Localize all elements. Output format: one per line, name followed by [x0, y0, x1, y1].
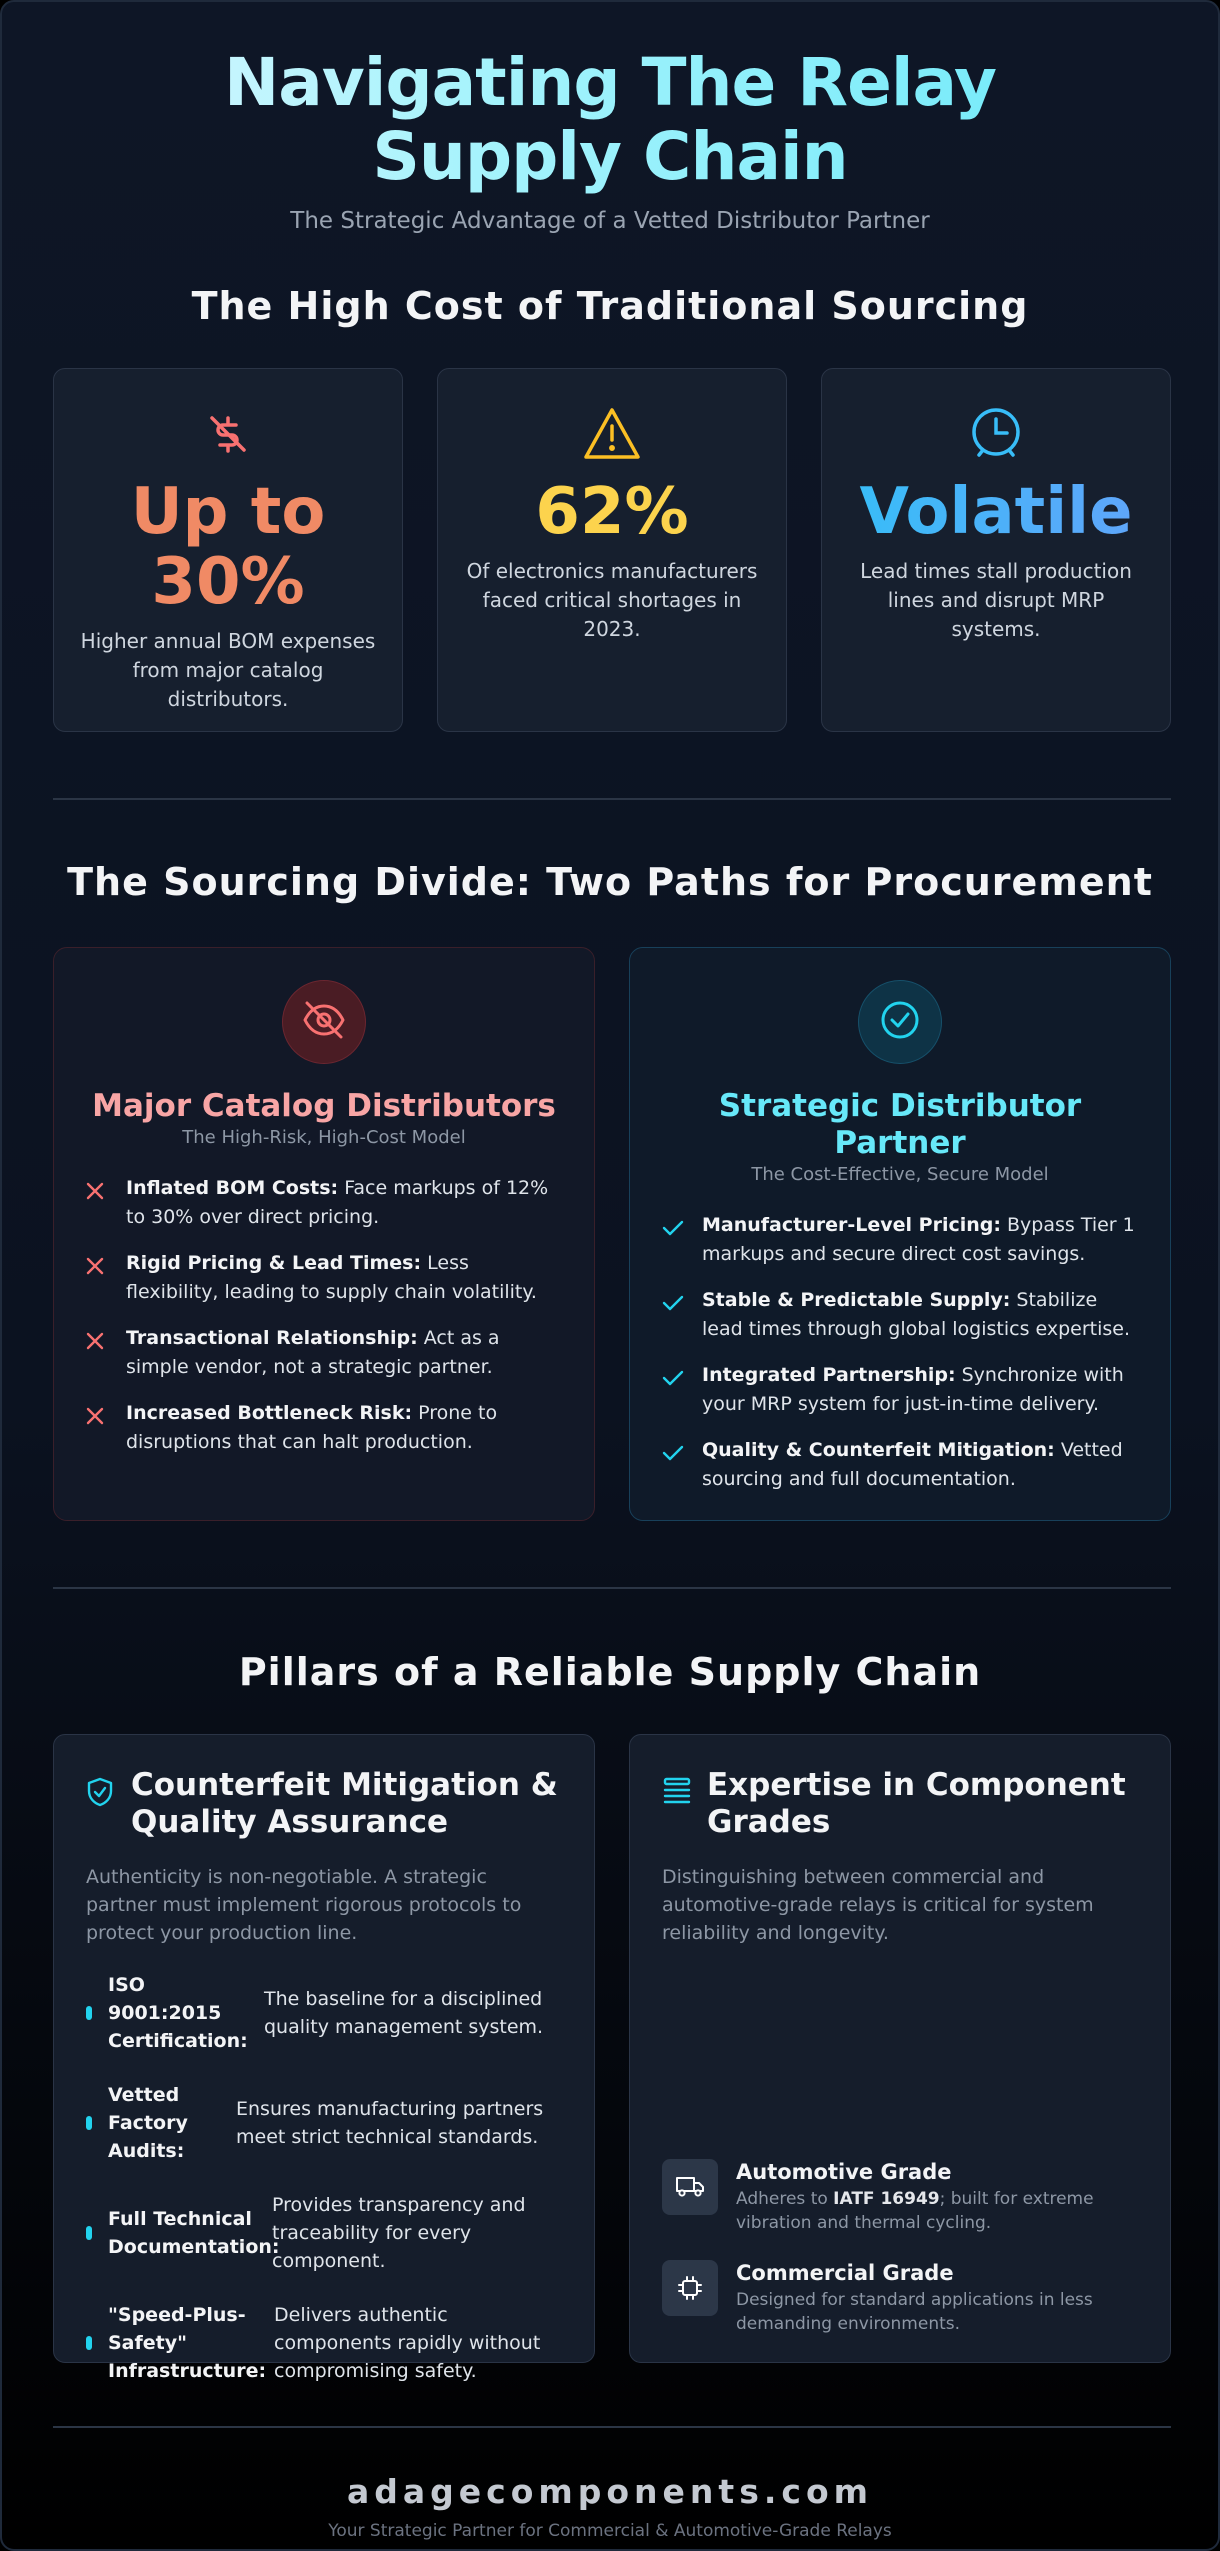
item-label: Transactional Relationship: [126, 1327, 418, 1349]
item-label: Manufacturer-Level Pricing: [702, 1214, 1001, 1236]
list-item: Quality & Counterfeit Mitigation: Vetted… [662, 1436, 1138, 1493]
stat-card-bom-cost: Up to 30% Higher annual BOM expenses fro… [53, 368, 403, 732]
stat-value: 62% [535, 475, 689, 549]
layers-list-icon [662, 1767, 707, 1809]
commercial-grade-item: Commercial Grade Designed for standard a… [662, 2260, 1138, 2336]
item-text: Provides transparency and traceability f… [272, 2194, 526, 2272]
pillars-section-title: Pillars of a Reliable Supply Chain [238, 1650, 982, 1694]
checkmark-icon [662, 1286, 702, 1321]
item-text: Less flexibility, leading to supply chai… [126, 1252, 537, 1303]
quality-intro: Authenticity is non-negotiable. A strate… [86, 1866, 522, 1944]
item-text: Prone to disruptions that can halt produ… [126, 1402, 498, 1453]
catalog-title: Major Catalog Distributors [92, 1088, 556, 1124]
catalog-tagline: The High-Risk, High-Cost Model [182, 1127, 466, 1148]
list-item: Rigid Pricing & Lead Times: Less flexibi… [86, 1249, 562, 1306]
list-item: Integrated Partnership: Synchronize with… [662, 1361, 1138, 1418]
item-text: Vetted sourcing and full documentation. [702, 1439, 1123, 1490]
stat-value: Volatile [848, 477, 1144, 547]
item-text: Stabilize lead times through global logi… [702, 1289, 1131, 1340]
automotive-description: Adheres to IATF 16949; built for extreme… [736, 2189, 1094, 2233]
partner-benefits-list: Manufacturer-Level Pricing: Bypass Tier … [662, 1211, 1138, 1493]
checkmark-icon [662, 1436, 702, 1471]
item-text: Bypass Tier 1 markups and secure direct … [702, 1214, 1135, 1265]
item-label: "Speed-Plus-Safety" Infrastructure: [108, 2304, 267, 2382]
section-divider [53, 2426, 1171, 2428]
section-divider [53, 798, 1171, 800]
item-label: Increased Bottleneck Risk: [126, 1402, 413, 1424]
automotive-grade-item: Automotive Grade Adheres to IATF 16949; … [662, 2159, 1138, 2235]
section-divider [53, 1587, 1171, 1589]
item-label: Quality & Counterfeit Mitigation: [702, 1439, 1055, 1461]
list-item: Stable & Predictable Supply: Stabilize l… [662, 1286, 1138, 1343]
item-text: Ensures manufacturing partners meet stri… [236, 2098, 544, 2148]
automotive-title: Automotive Grade [736, 2160, 952, 2184]
x-mark-icon [86, 1249, 126, 1284]
item-text: Delivers authentic components rapidly wi… [274, 2304, 541, 2382]
partner-tagline: The Cost-Effective, Secure Model [751, 1164, 1049, 1185]
hero: Navigating The Relay Supply Chain The St… [2, 46, 1218, 235]
commercial-description: Designed for standard applications in le… [736, 2290, 1093, 2334]
chip-icon [662, 2260, 718, 2316]
x-mark-icon [86, 1174, 126, 1209]
eye-slash-icon [301, 997, 347, 1047]
grades-title: Expertise in Component Grades [707, 1767, 1126, 1840]
quality-assurance-card: Counterfeit Mitigation & Quality Assuran… [53, 1734, 595, 2382]
grades-intro: Distinguishing between commercial and au… [662, 1866, 1094, 1944]
item-text: Act as a simple vendor, not a strategic … [126, 1327, 500, 1378]
list-item: Full Technical Documentation: Provides t… [86, 2191, 562, 2275]
component-grades-card: Expertise in Component Grades Distinguis… [629, 1734, 1171, 2363]
quality-title: Counterfeit Mitigation & Quality Assuran… [131, 1767, 558, 1840]
stat-card-shortages: 62% Of electronics manufacturers faced c… [437, 368, 787, 732]
partner-title: Strategic Distributor Partner [718, 1088, 1082, 1161]
truck-icon [662, 2159, 718, 2215]
commercial-title: Commercial Grade [736, 2261, 954, 2285]
item-label: ISO 9001:2015 Certification: [108, 1974, 248, 2052]
item-text: Face markups of 12% to 30% over direct p… [126, 1177, 549, 1228]
footer-domain: adagecomponents.com [346, 2472, 873, 2511]
x-mark-icon [86, 1324, 126, 1359]
list-item: Transactional Relationship: Act as a sim… [86, 1324, 562, 1381]
footer: adagecomponents.com Your Strategic Partn… [2, 2472, 1218, 2541]
list-item: Inflated BOM Costs: Face markups of 12% … [86, 1174, 562, 1231]
list-item: Vetted Factory Audits: Ensures manufactu… [86, 2081, 562, 2165]
list-item: ISO 9001:2015 Certification: The baselin… [86, 1971, 562, 2055]
check-circle-icon [879, 999, 921, 1045]
dollar-slash-icon [80, 403, 376, 465]
stat-description: Lead times stall production lines and di… [860, 559, 1132, 641]
page-title: Navigating The Relay Supply Chain [2, 46, 1218, 194]
item-label: Rigid Pricing & Lead Times: [126, 1252, 422, 1274]
catalog-distributors-card: Major Catalog Distributors The High-Risk… [53, 947, 595, 1521]
item-label: Stable & Predictable Supply: [702, 1289, 1011, 1311]
iatf-standard: IATF 16949 [833, 2189, 940, 2209]
item-label: Vetted Factory Audits: [108, 2084, 188, 2162]
catalog-drawbacks-list: Inflated BOM Costs: Face markups of 12% … [86, 1174, 562, 1456]
stat-card-lead-times: Volatile Lead times stall production lin… [821, 368, 1171, 732]
stat-description: Higher annual BOM expenses from major ca… [80, 629, 376, 711]
item-label: Full Technical Documentation: [108, 2208, 280, 2258]
quality-protocols-list: ISO 9001:2015 Certification: The baselin… [86, 1971, 562, 2385]
list-item: Manufacturer-Level Pricing: Bypass Tier … [662, 1211, 1138, 1268]
cost-section-title: The High Cost of Traditional Sourcing [191, 284, 1029, 328]
checkmark-icon [662, 1361, 702, 1396]
footer-tagline: Your Strategic Partner for Commercial & … [328, 2521, 892, 2541]
alarm-clock-icon [848, 403, 1144, 465]
warning-triangle-icon [464, 403, 760, 465]
strategic-partner-card: Strategic Distributor Partner The Cost-E… [629, 947, 1171, 1521]
stat-description: Of electronics manufacturers faced criti… [466, 559, 758, 641]
item-label: Inflated BOM Costs: [126, 1177, 339, 1199]
item-text: The baseline for a disciplined quality m… [264, 1988, 544, 2038]
stat-value: Up to 30% [130, 475, 326, 619]
item-text: Synchronize with your MRP system for jus… [702, 1364, 1124, 1415]
x-mark-icon [86, 1399, 126, 1434]
list-item: "Speed-Plus-Safety" Infrastructure: Deli… [86, 2301, 562, 2385]
list-item: Increased Bottleneck Risk: Prone to disr… [86, 1399, 562, 1456]
shield-check-icon [86, 1767, 131, 1811]
item-label: Integrated Partnership: [702, 1364, 956, 1386]
page-subtitle: The Strategic Advantage of a Vetted Dist… [290, 208, 930, 234]
checkmark-icon [662, 1211, 702, 1246]
divide-section-title: The Sourcing Divide: Two Paths for Procu… [67, 860, 1153, 904]
